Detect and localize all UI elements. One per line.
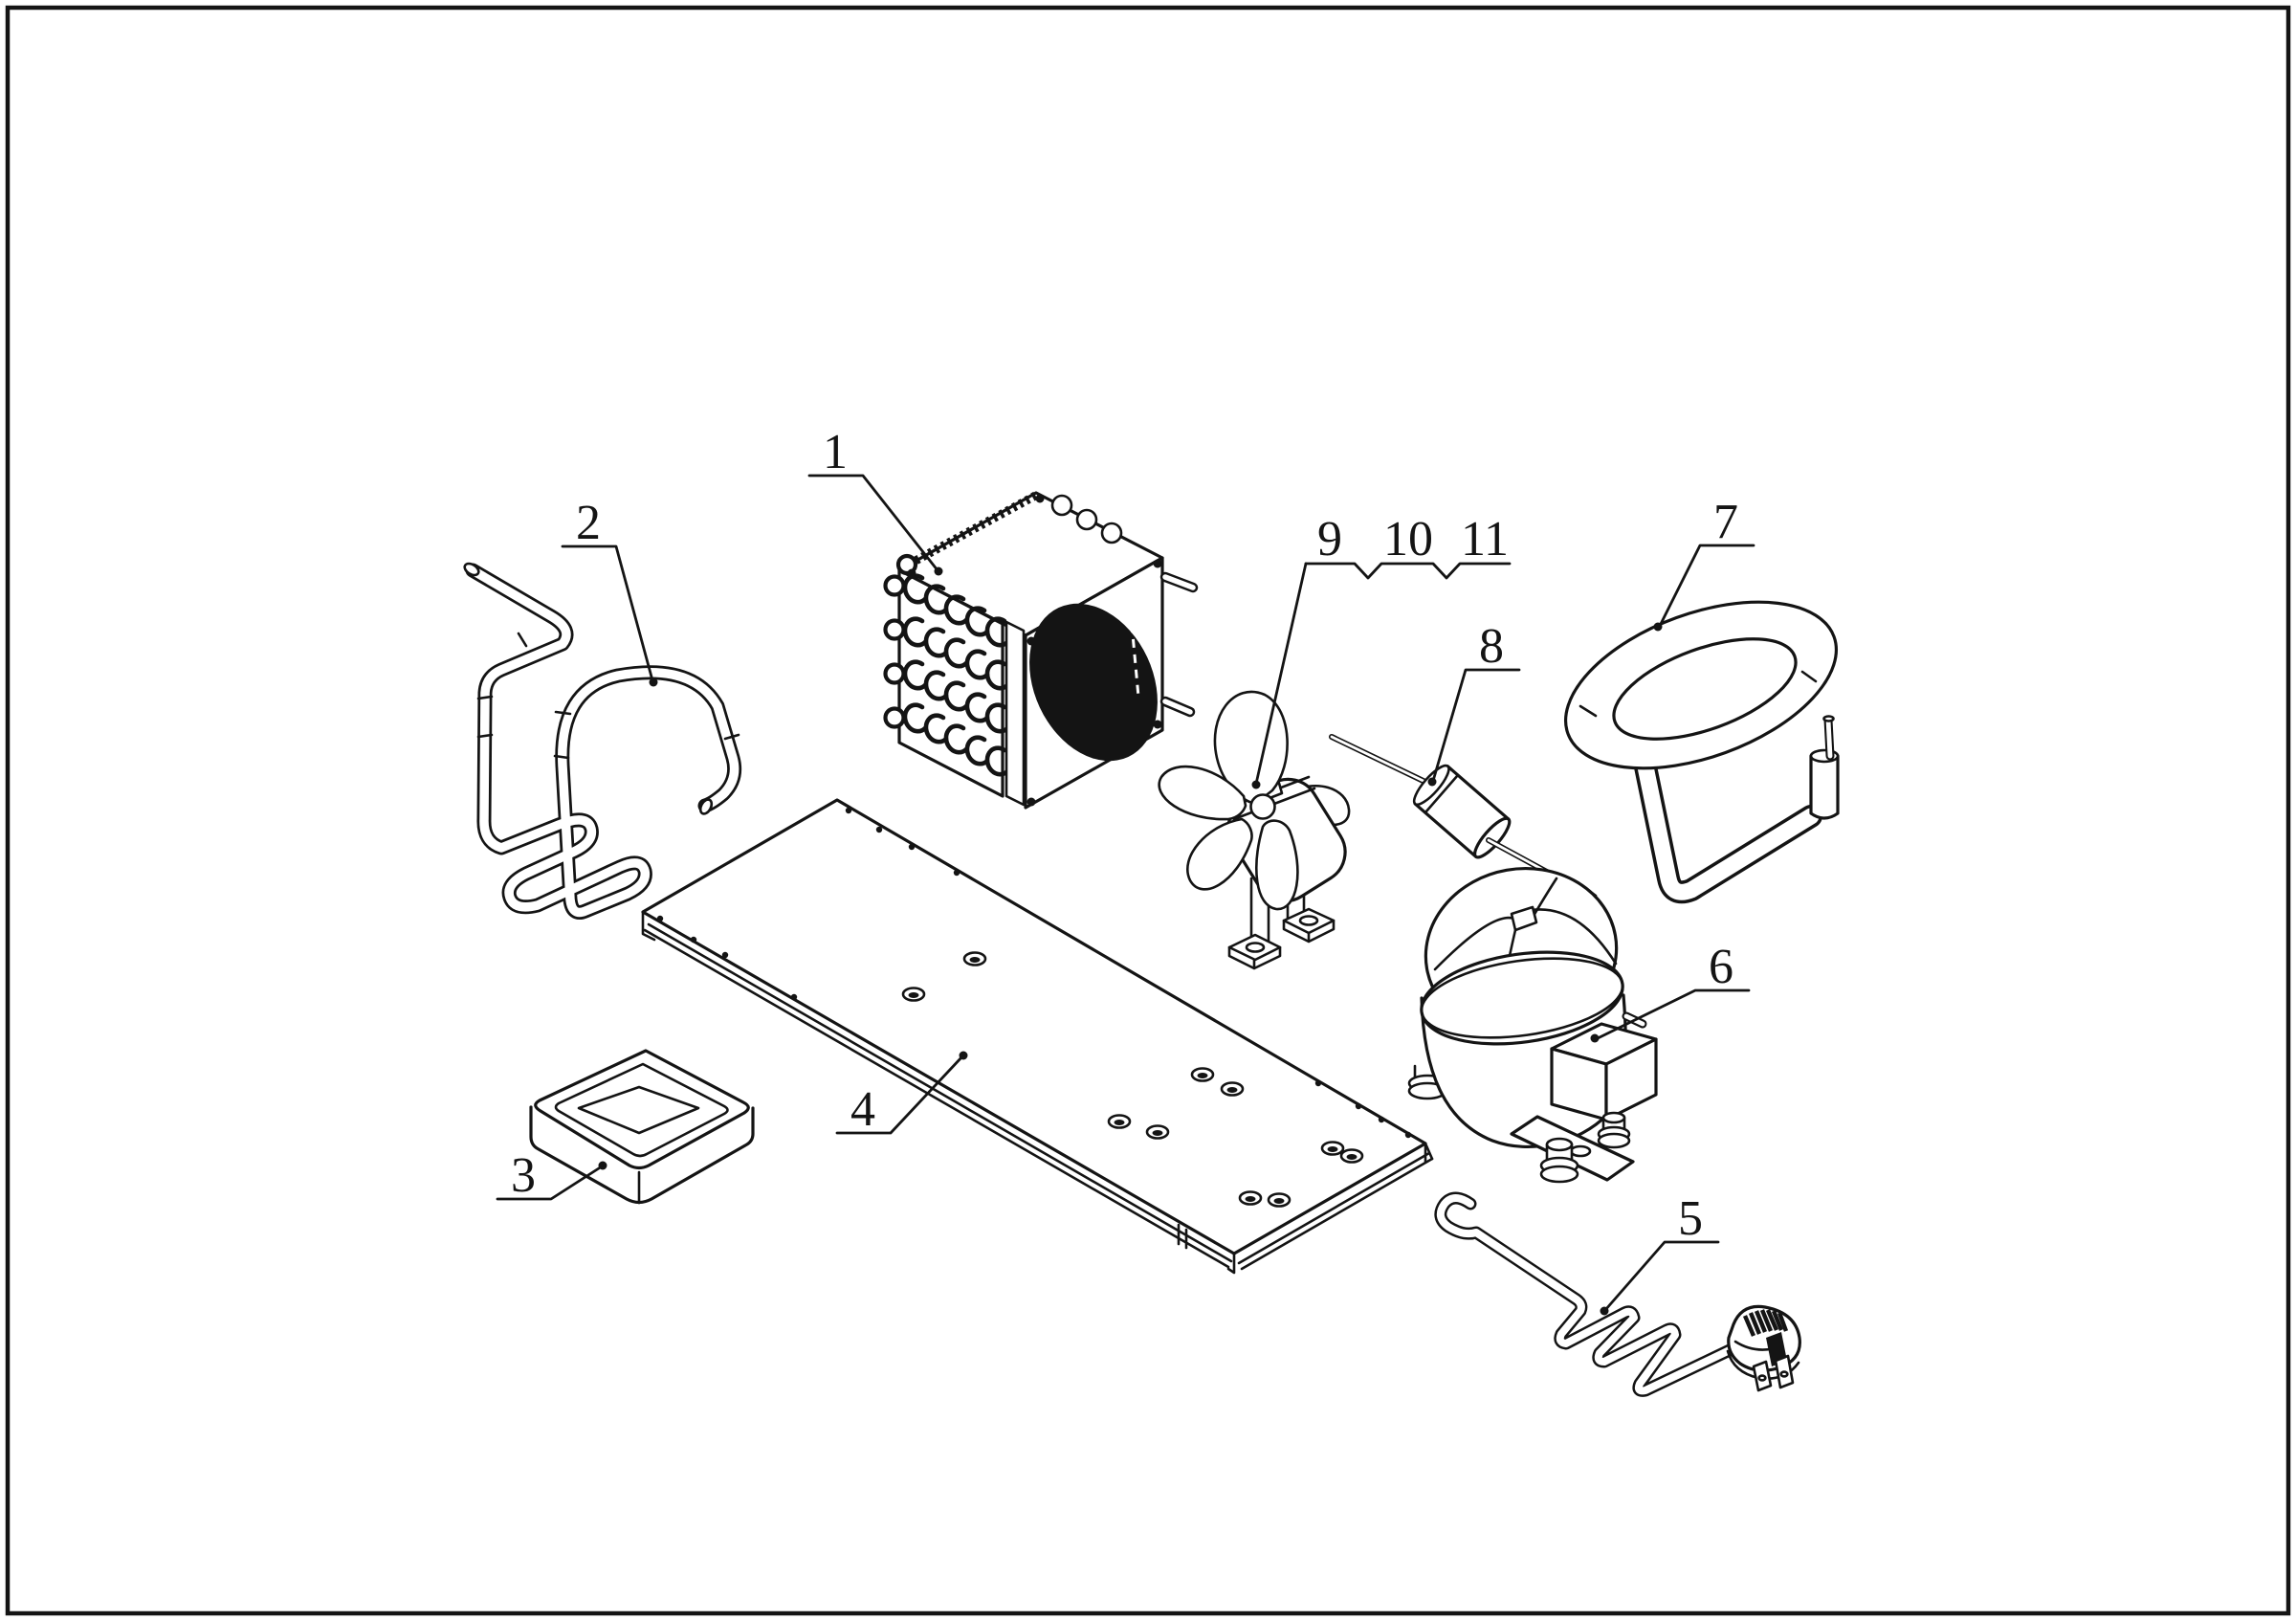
dome-seams — [1433, 877, 1618, 1035]
callout-6: 6 — [1590, 940, 1751, 1043]
tube-joint-ticks — [476, 632, 740, 760]
condenser-part-1 — [883, 491, 1199, 810]
callout-9-10-11: 9 10 11 — [1251, 512, 1512, 789]
compressor-foot — [1539, 1137, 1579, 1184]
stub-pipe — [1809, 715, 1840, 820]
fan-blade-part-9 — [1158, 690, 1299, 911]
callout-7: 7 — [1653, 495, 1755, 632]
callout-2-anchor-dot — [649, 677, 658, 687]
evaporator-tube-part-2 — [463, 562, 739, 913]
condenser-top-edge-loops — [1050, 494, 1123, 544]
callout-3: 3 — [496, 1148, 607, 1203]
callout-8-label: 8 — [1479, 619, 1504, 674]
accumulator-tube-part-7 — [1563, 600, 1840, 892]
callout-group-bracket — [1304, 562, 1512, 580]
condenser-left-edge-loops — [883, 553, 918, 729]
power-cord-part-5 — [1441, 1198, 1801, 1392]
callout-1: 1 — [807, 425, 943, 576]
callout-6-label: 6 — [1709, 940, 1733, 994]
callout-8-leader — [1431, 668, 1521, 783]
callout-2: 2 — [561, 496, 658, 687]
fan-bracket-part-11 — [1227, 869, 1336, 970]
fan-opening — [1029, 603, 1158, 762]
plate-edge-rivets — [656, 807, 1412, 1139]
callout-3-leader — [496, 1165, 604, 1201]
callout-5-label: 5 — [1678, 1191, 1703, 1246]
compressor-part-6 — [1407, 866, 1658, 1184]
callout-1-anchor-dot — [934, 566, 943, 576]
drawing-border — [5, 5, 2291, 1616]
callout-5-leader — [1603, 1240, 1720, 1312]
drain-pan-part-3 — [529, 1049, 755, 1205]
plate-holes — [901, 951, 1364, 1208]
callout-6-leader — [1594, 988, 1751, 1041]
callout-7-label: 7 — [1713, 495, 1738, 549]
callout-10-label: 10 — [1383, 512, 1433, 566]
callout-11-label: 11 — [1461, 512, 1509, 566]
callout-3-label: 3 — [511, 1148, 536, 1203]
callout-1-leader — [807, 474, 939, 572]
compressor-foot — [1597, 1111, 1631, 1149]
callout-3-anchor-dot — [598, 1161, 607, 1170]
callout-8: 8 — [1427, 619, 1521, 787]
callout-6-anchor-dot — [1590, 1033, 1600, 1043]
power-plug — [1726, 1304, 1801, 1392]
callout-9-10-11-leader — [1254, 562, 1308, 786]
callout-5: 5 — [1600, 1191, 1720, 1316]
callout-8-anchor-dot — [1427, 777, 1437, 787]
callout-7-leader — [1657, 544, 1755, 630]
condenser-corner-screws — [907, 494, 1162, 807]
callout-9-label: 9 — [1317, 512, 1342, 566]
callout-1-label: 1 — [823, 425, 848, 479]
callout-4-leader — [835, 1055, 964, 1135]
condenser-mount-pins — [1159, 571, 1199, 718]
callout-9-10-11-anchor-dot — [1251, 780, 1261, 789]
callout-4-label: 4 — [850, 1082, 875, 1137]
callout-4: 4 — [835, 1051, 968, 1137]
callout-5-anchor-dot — [1600, 1306, 1609, 1316]
callout-2-label: 2 — [576, 496, 601, 550]
terminal-box — [1550, 1022, 1658, 1121]
callout-4-anchor-dot — [959, 1051, 968, 1060]
base-plate-part-4 — [641, 798, 1434, 1275]
plug-grip-ridges — [1742, 1309, 1789, 1337]
callout-2-leader — [561, 544, 654, 682]
callout-7-anchor-dot — [1653, 622, 1663, 632]
